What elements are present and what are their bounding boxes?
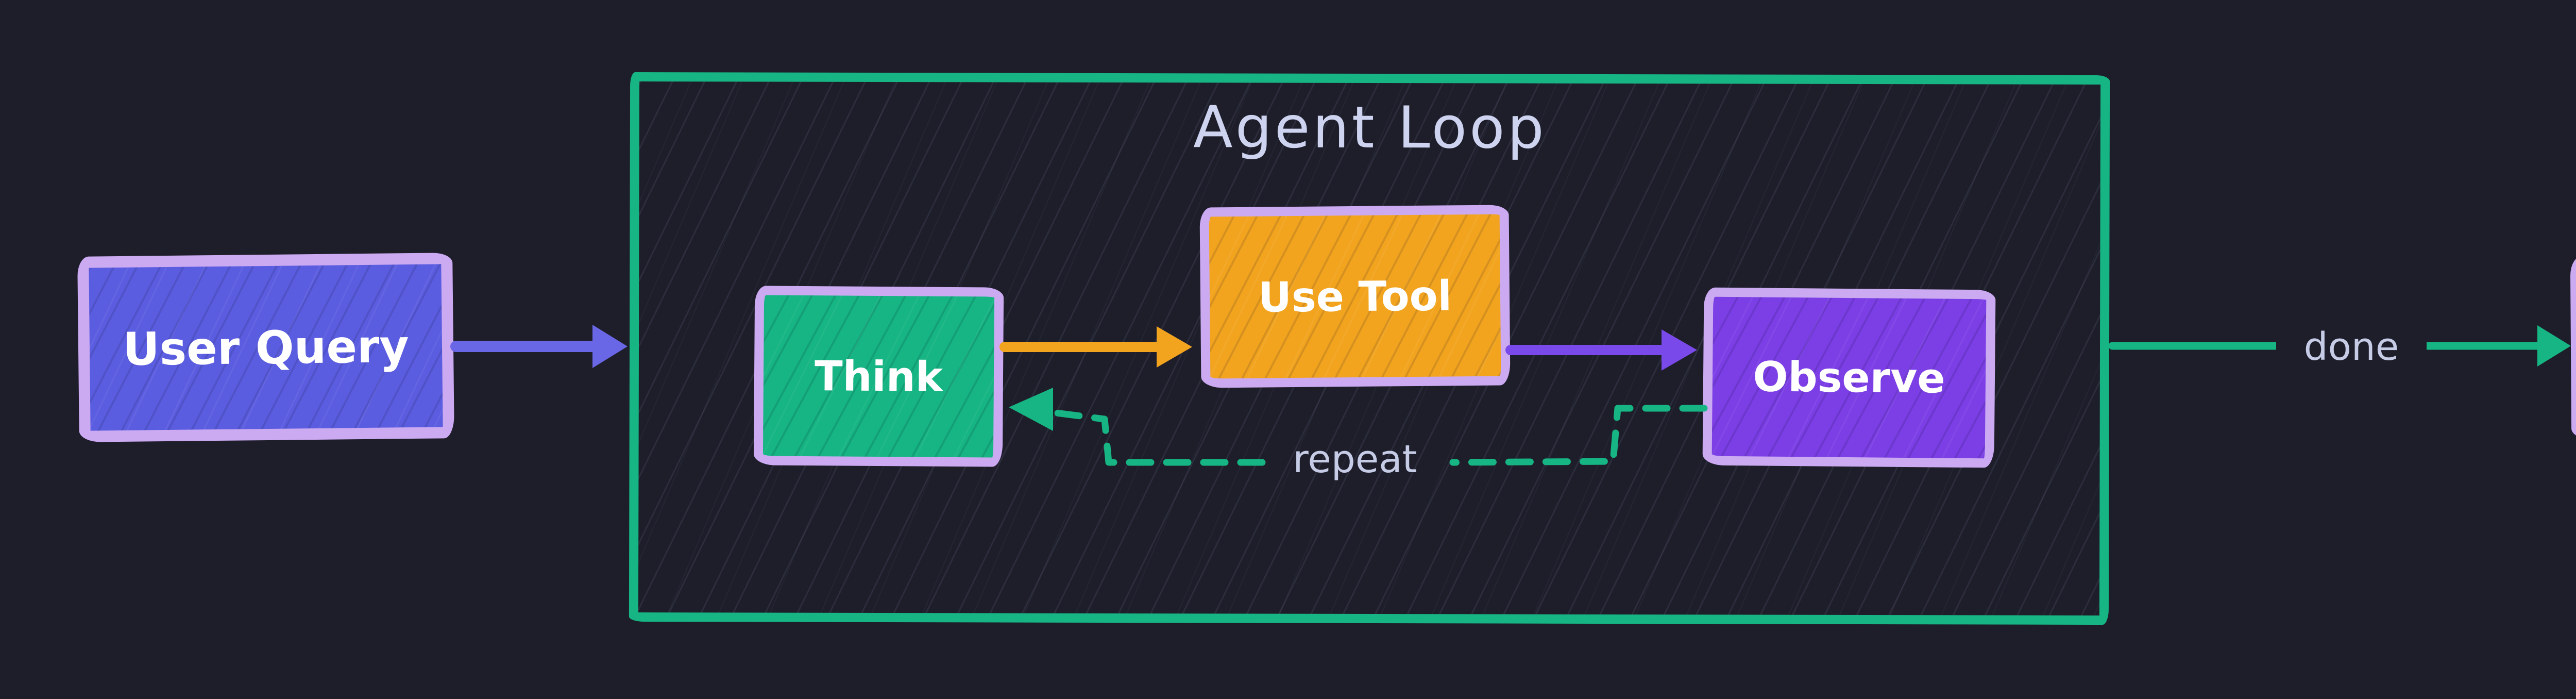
node-observe: Observe <box>1702 287 1996 468</box>
node-observe-label: Observe <box>1753 353 1945 403</box>
edge-label-repeat: repeat <box>1293 437 1417 481</box>
edge-label-done: done <box>2276 323 2427 371</box>
node-final-response: Final Response <box>2570 253 2576 440</box>
node-user-query-label: User Query <box>122 319 410 376</box>
arrowhead-right-icon <box>2537 325 2571 367</box>
edge-user-query-to-loop <box>450 325 628 368</box>
node-think: Think <box>753 286 1004 467</box>
node-user-query: User Query <box>77 253 454 442</box>
node-think-label: Think <box>814 352 943 401</box>
node-use-tool-label: Use Tool <box>1258 271 1452 322</box>
agent-loop-title: Agent Loop <box>1193 94 1547 162</box>
node-use-tool: Use Tool <box>1199 205 1511 388</box>
arrowhead-right-icon <box>592 325 628 368</box>
